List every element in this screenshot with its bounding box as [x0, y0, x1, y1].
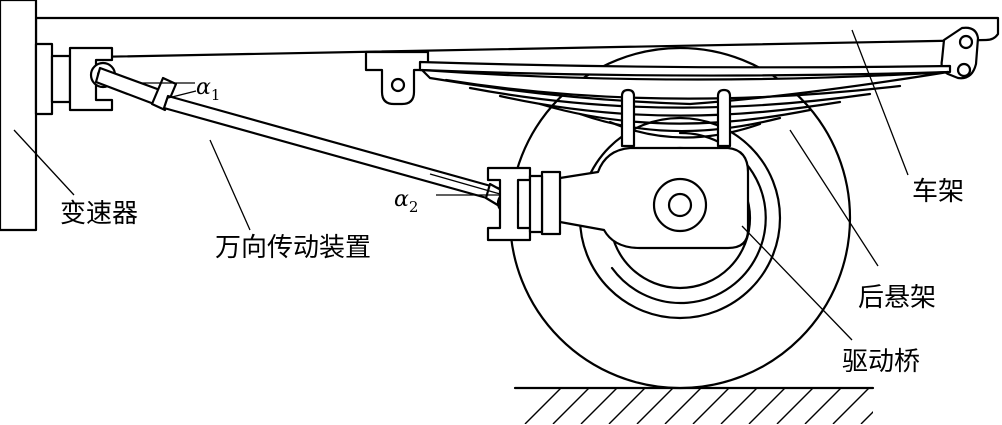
angle-reference-lines: [140, 82, 501, 196]
drive-axle-housing: [540, 146, 750, 250]
alpha2-subscript: 2: [409, 198, 419, 216]
label-alpha2: α2: [394, 187, 418, 216]
transmission: [0, 0, 117, 232]
alpha1-subscript: 1: [211, 86, 221, 104]
propeller-shaft: [94, 66, 544, 242]
label-frame: 车架: [912, 177, 964, 207]
leaf-spring: [418, 60, 952, 148]
label-transmission: 变速器: [60, 199, 138, 229]
label-rear-suspension: 后悬架: [858, 283, 936, 313]
leader-lines: [13, 29, 909, 341]
label-alpha1: α1: [196, 75, 220, 104]
alpha2-symbol: α: [394, 187, 409, 212]
label-universal-joint: 万向传动装置: [215, 233, 371, 263]
label-drive-axle: 驱动桥: [842, 347, 920, 377]
alpha1-symbol: α: [196, 75, 211, 100]
ground: [513, 386, 875, 424]
